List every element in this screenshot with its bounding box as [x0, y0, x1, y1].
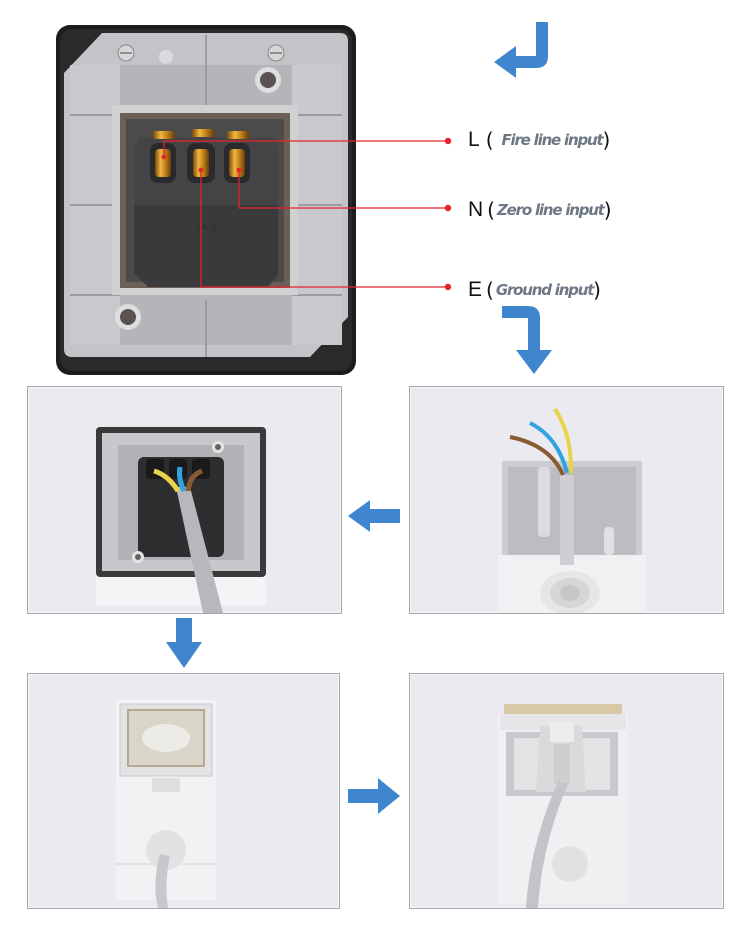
- photo-wires-connected: [27, 386, 342, 614]
- photo-cable-fed: [409, 386, 724, 614]
- left-arrow-icon: [348, 500, 400, 532]
- terminal-letter: L: [468, 128, 480, 151]
- module-marking: EA-2: [196, 223, 217, 233]
- bent-down-arrow-icon: [502, 306, 562, 376]
- photo-plug-inserted: [409, 673, 724, 909]
- leader-lines-extension: [356, 137, 452, 291]
- terminal-label-E: E ( Ground input ): [468, 278, 601, 302]
- leader-line-N: [238, 170, 356, 209]
- terminal-description: Ground input: [495, 281, 595, 299]
- terminal-label-N: N ( Zero line input ): [468, 198, 612, 222]
- leader-line-L: [163, 140, 356, 157]
- leader-line-E: [200, 170, 356, 288]
- terminal-description: Zero line input: [496, 201, 605, 219]
- photo-cover-closed: [27, 673, 340, 909]
- down-arrow-icon: [166, 618, 202, 668]
- right-arrow-icon: [348, 778, 400, 814]
- terminal-letter: N: [468, 198, 484, 221]
- socket-rear-view-photo: EA-2: [56, 25, 356, 375]
- terminal-label-L: L ( Fire line input ): [468, 128, 611, 152]
- terminal-letter: E: [468, 278, 483, 301]
- terminal-description: Fire line input: [501, 131, 604, 149]
- return-arrow-icon: [492, 22, 562, 82]
